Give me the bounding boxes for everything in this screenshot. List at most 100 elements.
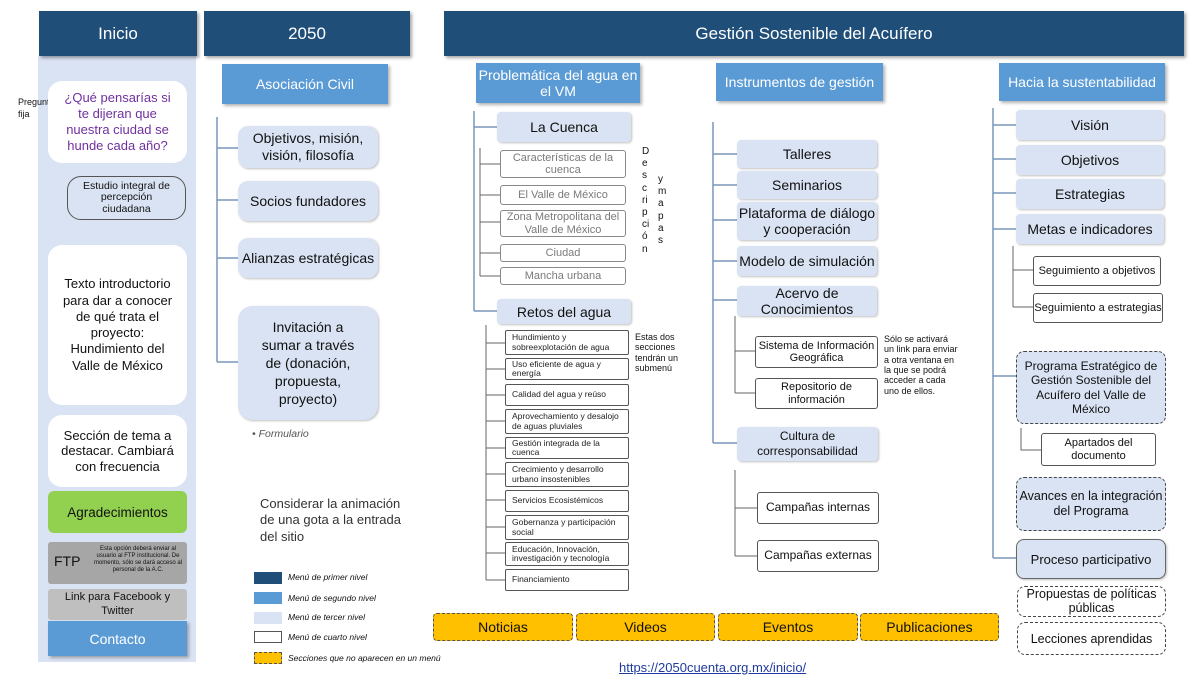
reto-item-2-label: Uso eficiente de agua y energía <box>512 358 601 378</box>
reto-item-4[interactable]: Aprovechamiento y desalojo de aguas pluv… <box>505 409 629 434</box>
cuenca-item-3[interactable]: Zona Metropolitana del Valle de México <box>500 210 626 237</box>
site-url-link[interactable]: https://2050cuenta.org.mx/inicio/ <box>619 660 807 675</box>
reto-item-5[interactable]: Gestión integrada de la cuenca <box>505 437 629 459</box>
metas-label: Metas e indicadores <box>1027 221 1153 237</box>
socios-fundadores-label: Socios fundadores <box>250 193 366 209</box>
estudio-link[interactable]: Estudio integral de percepción ciudadana <box>67 176 186 220</box>
estrategias-item[interactable]: Estrategias <box>1016 179 1164 209</box>
objetivos-label: Objetivos <box>1060 152 1120 168</box>
reto-item-2[interactable]: Uso eficiente de agua y energía <box>505 358 629 380</box>
programa-item[interactable]: Programa Estratégico de Gestión Sostenib… <box>1016 351 1166 424</box>
legend-label-3: Menú de tercer nivel <box>288 612 366 622</box>
cuenca-item-2-label: El Valle de México <box>518 188 608 201</box>
reto-item-1-label: Hundimiento y sobreexplotación de agua <box>512 332 610 352</box>
cultura-label: Cultura de corresponsabilidad <box>757 429 858 458</box>
cuenca-item-5[interactable]: Mancha urbana <box>500 267 626 285</box>
seguimiento-objetivos-item[interactable]: Seguimiento a objetivos <box>1033 256 1161 286</box>
invitacion-item[interactable]: Invitación a sumar a través de (donación… <box>238 306 378 420</box>
eventos-section[interactable]: Eventos <box>718 613 858 641</box>
ftp-button[interactable]: FTP Esta opción deberá enviar al usuario… <box>48 542 187 584</box>
legend-swatch-4 <box>254 631 282 643</box>
contacto-button[interactable]: Contacto <box>48 621 187 656</box>
reto-item-7[interactable]: Servicios Ecosistémicos <box>505 490 629 512</box>
proceso-label: Proceso participativo <box>1030 551 1152 567</box>
intro-text: Texto introductorio para dar a conocer d… <box>48 245 187 405</box>
reto-item-6-label: Crecimiento y desarrollo urbano insosten… <box>512 464 604 484</box>
reto-item-1[interactable]: Hundimiento y sobreexplotación de agua <box>505 330 629 355</box>
asociacion-civil-label: Asociación Civil <box>255 76 355 92</box>
reto-item-3[interactable]: Calidad del agua y reúso <box>505 384 629 406</box>
inicio-header[interactable]: Inicio <box>39 11 197 56</box>
avances-item[interactable]: Avances en la integración del Programa <box>1016 477 1166 531</box>
metas-item[interactable]: Metas e indicadores <box>1016 214 1164 244</box>
plataforma-item[interactable]: Plataforma de diálogo y cooperación <box>737 202 877 240</box>
lecciones-item[interactable]: Lecciones aprendidas <box>1017 622 1166 655</box>
campanas-internas-label: Campañas internas <box>765 500 871 515</box>
sig-item[interactable]: Sistema de Información Geográfica <box>755 336 878 368</box>
reto-item-9[interactable]: Educación, Innovación, investigación y t… <box>505 542 629 566</box>
la-cuenca-item[interactable]: La Cuenca <box>497 112 631 142</box>
modelo-simulacion-item[interactable]: Modelo de simulación <box>737 246 877 276</box>
mapas-vertical: y mapas <box>658 174 667 247</box>
videos-label: Videos <box>624 619 667 635</box>
featured-section[interactable]: Sección de tema a destacar. Cambiará con… <box>48 415 187 487</box>
sustentabilidad-menu[interactable]: Hacia la sustentabilidad <box>999 63 1165 101</box>
descripcion-vertical: Descripción <box>642 146 650 255</box>
talleres-item[interactable]: Talleres <box>737 140 877 168</box>
legend-label-4: Menú de cuarto nivel <box>288 632 367 642</box>
gestion-header[interactable]: Gestión Sostenible del Acuífero <box>444 11 1184 56</box>
inicio-header-label: Inicio <box>98 23 138 43</box>
socios-fundadores-item[interactable]: Socios fundadores <box>238 181 378 221</box>
problematica-menu[interactable]: Problemática del agua en el VM <box>476 63 640 103</box>
lecciones-label: Lecciones aprendidas <box>1030 631 1153 646</box>
agradecimientos-label: Agradecimientos <box>67 504 168 520</box>
cuenca-item-1[interactable]: Características de la cuenca <box>500 150 626 178</box>
alianzas-item[interactable]: Alianzas estratégicas <box>238 238 378 278</box>
retos-agua-item[interactable]: Retos del agua <box>497 299 631 324</box>
reto-item-6[interactable]: Crecimiento y desarrollo urbano insosten… <box>505 462 629 487</box>
intro-text-content: Texto introductorio para dar a conocer d… <box>62 276 173 373</box>
seguimiento-estrategias-label: Seguimiento a estrategias <box>1034 301 1162 314</box>
agradecimientos-button[interactable]: Agradecimientos <box>48 491 187 533</box>
legend-label-2: Menú de segundo nivel <box>288 593 376 603</box>
repositorio-item[interactable]: Repositorio de información <box>755 378 878 409</box>
acervo-item[interactable]: Acervo de Conocimientos <box>737 285 877 317</box>
acervo-note: Sólo se activará un link para enviar a o… <box>884 334 958 396</box>
seguimiento-estrategias-item[interactable]: Seguimiento a estrategias <box>1033 293 1163 323</box>
animacion-note: Considerar la animación de una gota a la… <box>260 496 401 544</box>
objetivos-mision-item[interactable]: Objetivos, misión, visión, filosofía <box>238 126 378 168</box>
objetivos-item[interactable]: Objetivos <box>1016 145 1164 175</box>
repositorio-label: Repositorio de información <box>781 381 852 406</box>
reto-item-8[interactable]: Gobernanza y participación social <box>505 515 629 540</box>
reto-item-5-label: Gestión integrada de la cuenca <box>512 437 600 457</box>
asociacion-civil[interactable]: Asociación Civil <box>222 64 388 104</box>
proceso-item[interactable]: Proceso participativo <box>1016 539 1166 579</box>
sig-label: Sistema de Información Geográfica <box>758 339 875 364</box>
menu-2050-label: 2050 <box>288 23 326 43</box>
vision-item[interactable]: Visión <box>1016 110 1164 140</box>
cuenca-item-2[interactable]: El Valle de México <box>500 185 626 205</box>
noticias-section[interactable]: Noticias <box>433 613 573 641</box>
reto-item-10[interactable]: Financiamiento <box>505 569 629 591</box>
campanas-externas-item[interactable]: Campañas externas <box>757 540 879 572</box>
legend-swatch-2 <box>254 592 282 604</box>
publicaciones-section[interactable]: Publicaciones <box>860 613 999 641</box>
campanas-internas-item[interactable]: Campañas internas <box>757 492 879 524</box>
legend-swatch-1 <box>254 572 282 584</box>
cultura-item[interactable]: Cultura de corresponsabilidad <box>737 427 878 461</box>
propuestas-item[interactable]: Propuestas de políticas públicas <box>1017 586 1166 617</box>
legend-swatch-5 <box>254 652 282 664</box>
noticias-label: Noticias <box>478 619 528 635</box>
cuenca-item-4[interactable]: Ciudad <box>500 244 626 262</box>
pregunta-fija-note: Pregunta fija <box>18 97 55 120</box>
videos-section[interactable]: Videos <box>576 613 715 641</box>
instrumentos-menu[interactable]: Instrumentos de gestión <box>716 63 883 101</box>
seminarios-item[interactable]: Seminarios <box>737 171 877 199</box>
plataforma-label: Plataforma de diálogo y cooperación <box>738 204 876 237</box>
formulario-item[interactable]: • Formulario <box>252 428 309 440</box>
social-links[interactable]: Link para Facebook y Twitter <box>48 589 187 620</box>
apartados-item[interactable]: Apartados del documento <box>1041 433 1156 466</box>
menu-2050-header[interactable]: 2050 <box>204 11 410 56</box>
vision-label: Visión <box>1071 117 1109 133</box>
